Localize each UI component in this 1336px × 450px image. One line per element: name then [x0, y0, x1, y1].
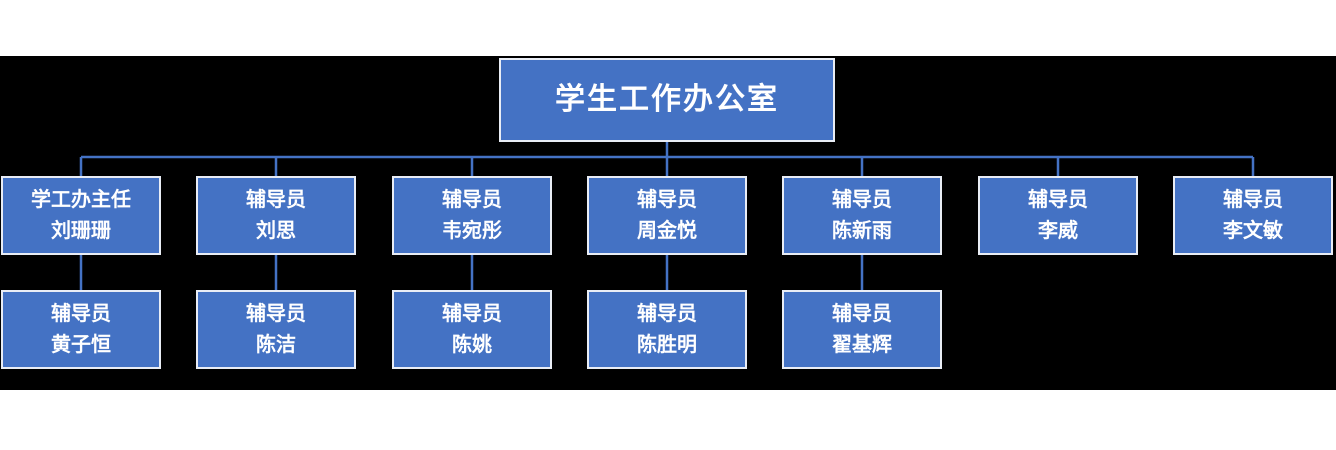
org-root-title: 学生工作办公室	[555, 83, 779, 116]
org-node-role: 辅导员	[1223, 188, 1283, 211]
org-node-level3: 辅导员翟基辉	[782, 290, 942, 369]
org-node-person-name: 陈胜明	[637, 334, 697, 357]
org-node-level2: 辅导员陈新雨	[782, 176, 942, 255]
org-node-role: 辅导员	[442, 302, 502, 325]
org-node-level3: 辅导员陈姚	[392, 290, 552, 369]
org-node-person-name: 陈姚	[452, 334, 492, 357]
org-node-role: 辅导员	[832, 302, 892, 325]
org-node-root: 学生工作办公室	[499, 58, 835, 142]
org-node-person-name: 陈新雨	[832, 220, 892, 243]
org-node-role: 辅导员	[637, 188, 697, 211]
org-node-level2: 辅导员刘思	[196, 176, 356, 255]
org-node-role: 辅导员	[246, 302, 306, 325]
org-node-person-name: 韦宛彤	[442, 220, 502, 243]
org-node-level3: 辅导员陈胜明	[587, 290, 747, 369]
org-node-role: 辅导员	[637, 302, 697, 325]
org-node-level2: 辅导员周金悦	[587, 176, 747, 255]
org-node-person-name: 刘珊珊	[51, 220, 111, 243]
org-node-role: 辅导员	[832, 188, 892, 211]
org-node-role: 辅导员	[1028, 188, 1088, 211]
org-node-level3: 辅导员黄子恒	[1, 290, 161, 369]
org-node-person-name: 陈洁	[256, 334, 296, 357]
org-node-level3: 辅导员陈洁	[196, 290, 356, 369]
org-node-role: 辅导员	[442, 188, 502, 211]
org-node-person-name: 李文敏	[1223, 220, 1283, 243]
org-node-person-name: 翟基辉	[832, 334, 892, 357]
org-node-level2: 辅导员李文敏	[1173, 176, 1333, 255]
org-node-role: 辅导员	[51, 302, 111, 325]
org-node-person-name: 刘思	[256, 220, 296, 243]
org-node-person-name: 黄子恒	[51, 334, 111, 357]
org-node-level2: 辅导员李威	[978, 176, 1138, 255]
org-node-level2: 学工办主任刘珊珊	[1, 176, 161, 255]
org-node-person-name: 周金悦	[637, 220, 697, 243]
org-node-person-name: 李威	[1038, 220, 1078, 243]
org-node-level2: 辅导员韦宛彤	[392, 176, 552, 255]
org-node-role: 学工办主任	[31, 188, 131, 211]
org-node-role: 辅导员	[246, 188, 306, 211]
